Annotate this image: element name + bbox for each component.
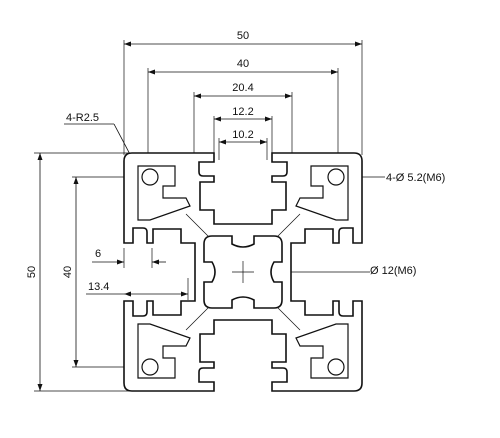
corner-hole-top-left: [141, 168, 159, 186]
dim-slot-pitch-40: 40: [147, 58, 339, 160]
web-br: [277, 307, 301, 331]
dim-overall-height: 50: [26, 152, 130, 392]
dim-wall-6: 6: [92, 248, 166, 268]
label-corner-hole: 4-Ø 5.2(M6): [386, 172, 445, 184]
dim-slot-width-10-2: 10.2: [218, 129, 268, 160]
dim-overall-width: 50: [123, 30, 363, 155]
label-wall-6: 6: [95, 248, 101, 260]
label-corner-radius: 4-R2.5: [66, 112, 99, 124]
web-bl: [185, 307, 209, 331]
label-slot-width-10-2: 10.2: [232, 129, 253, 141]
label-slot-width-12-2: 12.2: [232, 106, 253, 118]
corner-hole-bottom-right: [327, 358, 345, 376]
dim-depth-13-4: 13.4: [86, 278, 189, 300]
corner-hole-bottom-left: [141, 358, 159, 376]
dim-slot-width-20-4: 20.4: [193, 82, 293, 158]
web-tr: [277, 213, 301, 237]
label-slot-pitch-40: 40: [237, 58, 249, 70]
label-overall-width: 50: [237, 30, 249, 42]
label-center-hole: Ø 12(M6): [370, 265, 416, 277]
dim-slot-width-12-2: 12.2: [213, 106, 273, 158]
dim-corner-hole: 4-Ø 5.2(M6): [350, 172, 445, 184]
label-depth-13-4: 13.4: [88, 281, 109, 293]
label-overall-height: 50: [26, 266, 38, 278]
web-tl: [185, 213, 209, 237]
label-height-40: 40: [62, 266, 74, 278]
label-slot-width-20-4: 20.4: [232, 82, 253, 94]
corner-hole-top-right: [327, 168, 345, 186]
profile-cross-section: [123, 152, 363, 392]
